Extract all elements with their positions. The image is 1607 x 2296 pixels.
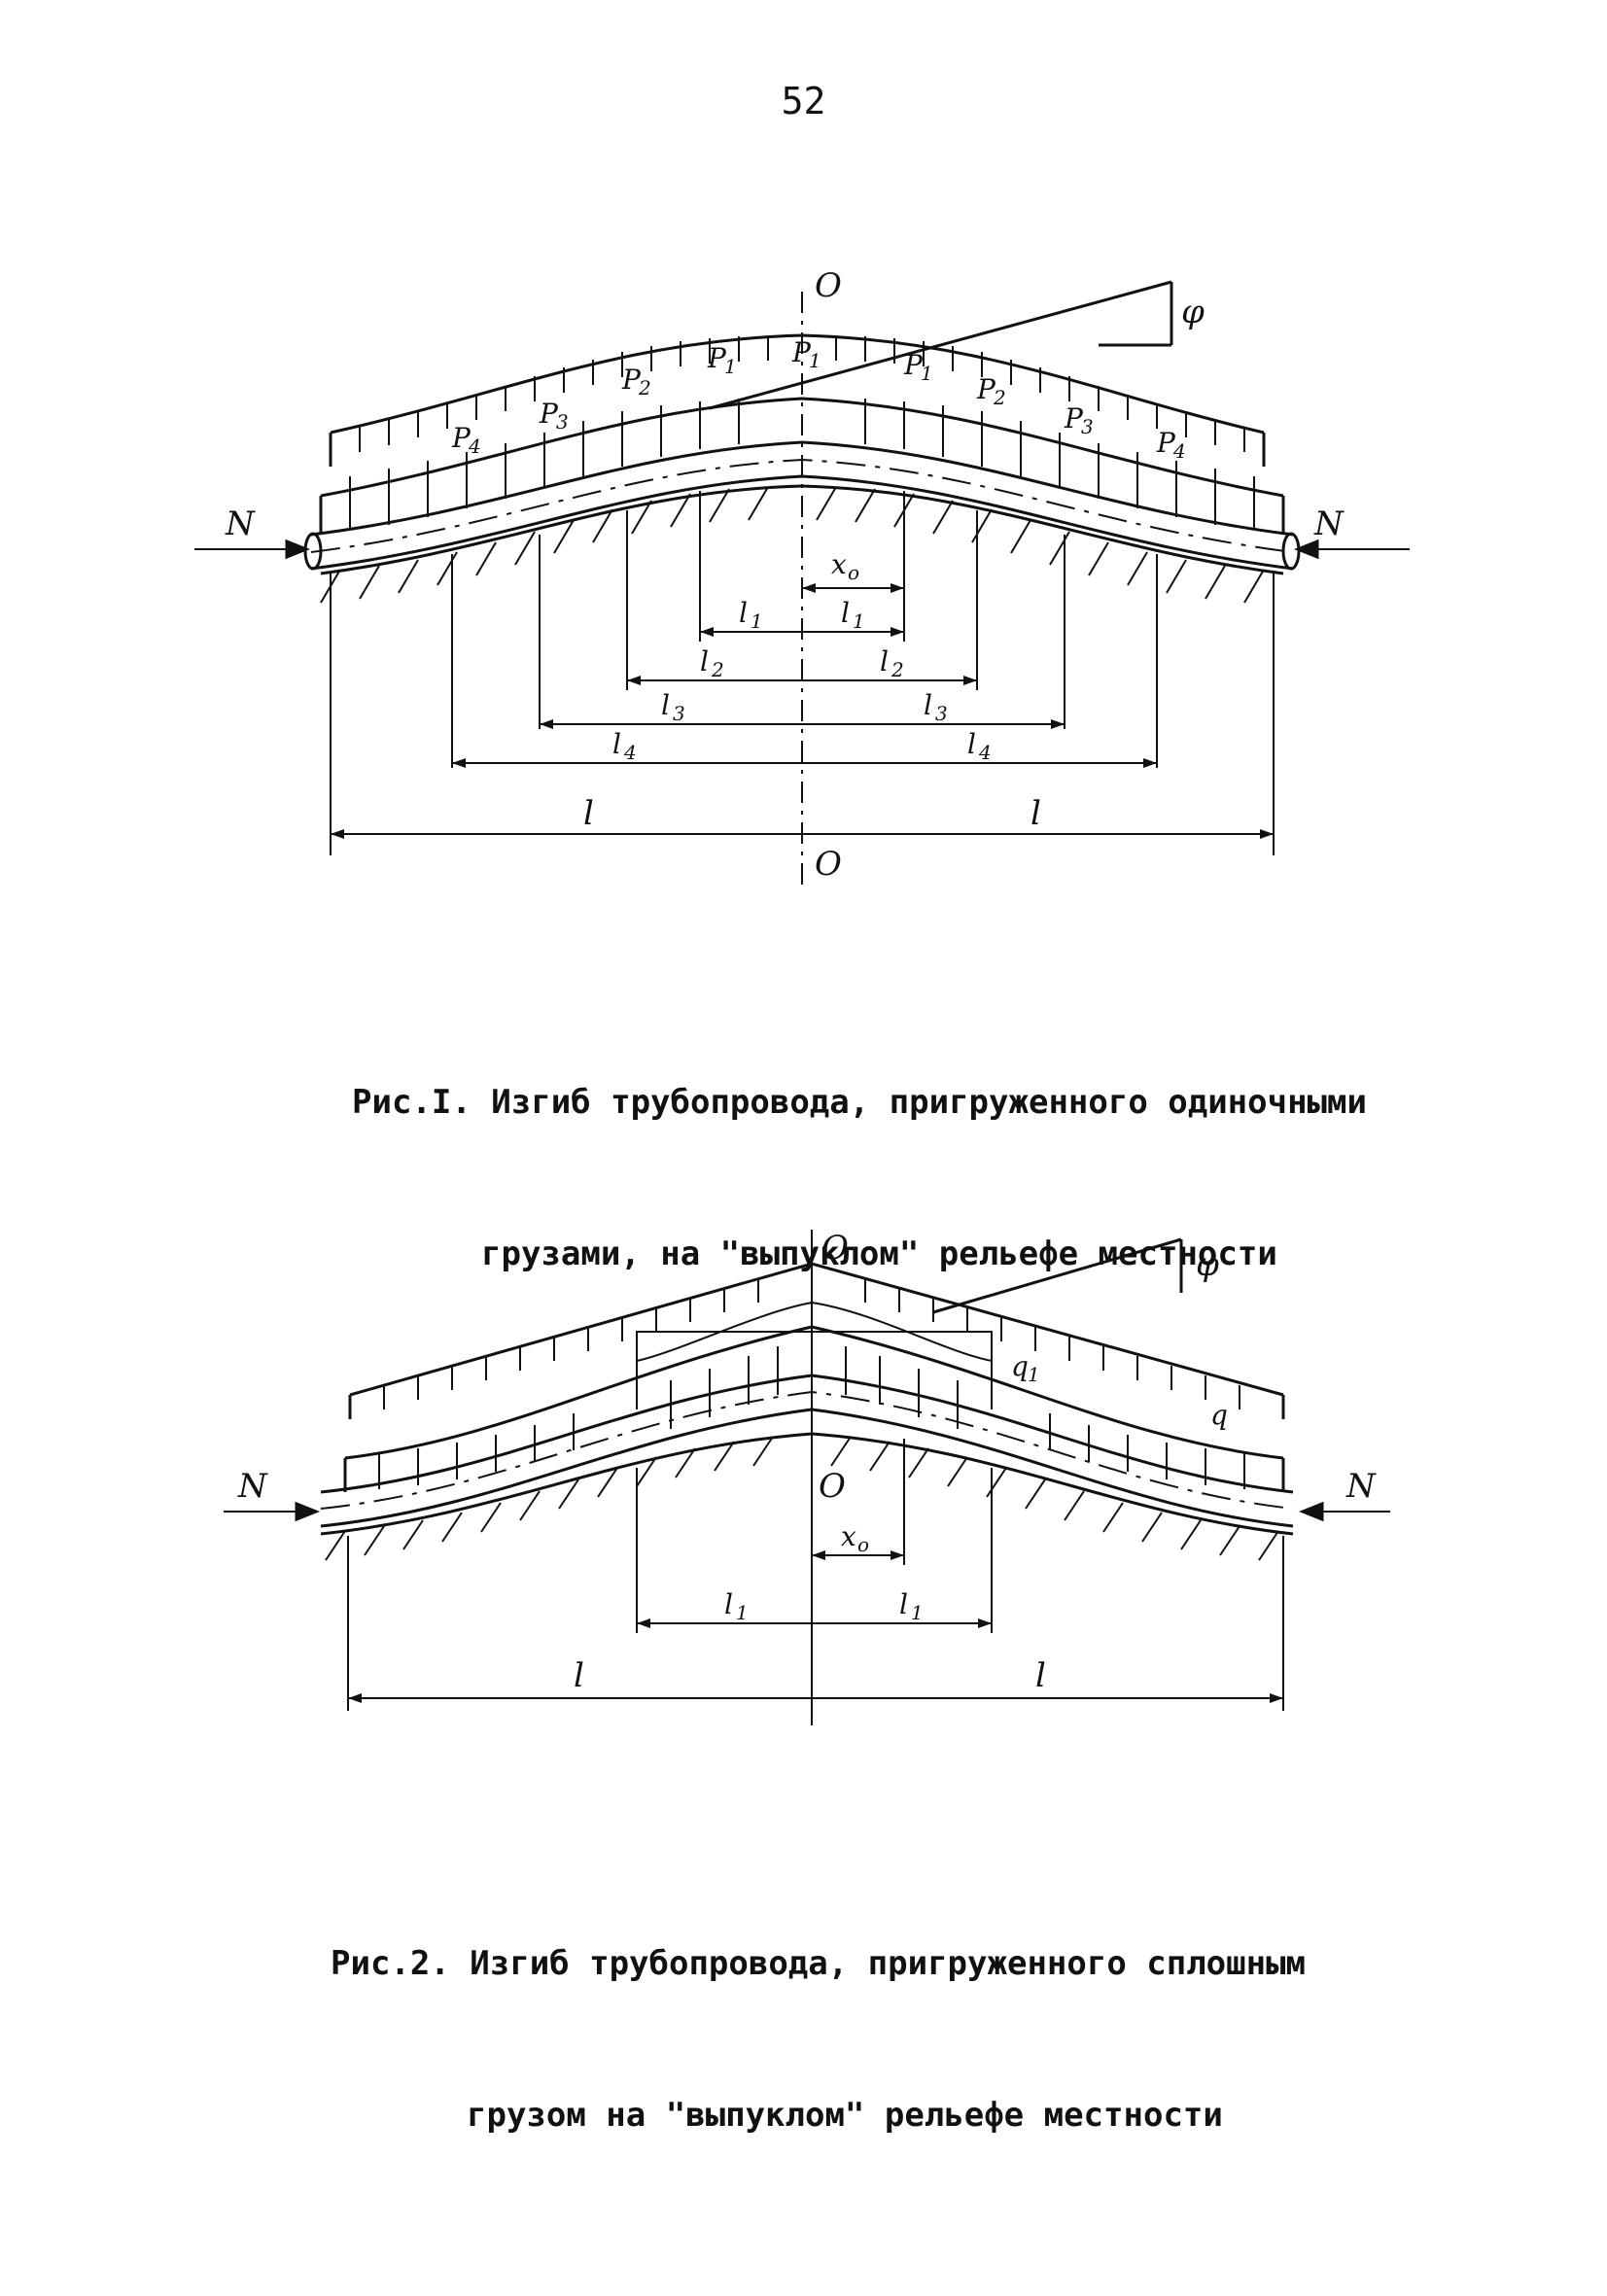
page-number: 52 bbox=[781, 80, 826, 122]
load-q-label: q bbox=[1210, 1399, 1228, 1431]
load-p2-right: P bbox=[976, 373, 996, 405]
dim-l1-left-sub: 1 bbox=[751, 609, 763, 633]
angle-label: φ bbox=[1196, 1245, 1219, 1284]
load-p1-center: P bbox=[791, 336, 812, 368]
dim-l-right: l bbox=[1035, 1656, 1046, 1695]
dim-l4-left: l bbox=[612, 728, 621, 760]
force-right-label: N bbox=[1345, 1467, 1377, 1506]
dim-l4-right-sub: 4 bbox=[978, 741, 992, 764]
load-p2-left-sub: 2 bbox=[638, 376, 651, 400]
force-right-label: N bbox=[1313, 504, 1345, 543]
load-p3-left-sub: 3 bbox=[556, 410, 569, 434]
figure-2-caption-line-2: грузом на "выпуклом" рельефе местности bbox=[467, 2096, 1223, 2135]
axis-top-label: O bbox=[821, 1229, 849, 1268]
load-p3-right: P bbox=[1064, 402, 1084, 435]
dim-l-left: l bbox=[574, 1656, 584, 1695]
load-p4-right-sub: 4 bbox=[1172, 439, 1186, 463]
dim-l2-right: l bbox=[880, 645, 889, 678]
dim-l1-right: l bbox=[841, 597, 850, 629]
load-p1-right-sub: 1 bbox=[921, 362, 933, 385]
axis-top-label: O bbox=[815, 266, 842, 305]
dim-l1-right-sub: 1 bbox=[911, 1601, 924, 1624]
load-p4-right: P bbox=[1156, 427, 1176, 459]
dim-l1-left: l bbox=[739, 597, 748, 629]
dim-l1-left: l bbox=[724, 1588, 733, 1620]
dim-l2-right-sub: 2 bbox=[891, 658, 904, 681]
load-p4-left-sub: 4 bbox=[468, 435, 481, 458]
figure-2-drawing: O O φ N N q 1 q x o l 1 l 1 l l bbox=[224, 1229, 1390, 1725]
load-p1-center-sub: 1 bbox=[809, 349, 821, 372]
load-p1-left-sub: 1 bbox=[724, 355, 737, 378]
angle-label: φ bbox=[1181, 293, 1205, 331]
dim-l2-left: l bbox=[700, 645, 709, 678]
axis-bottom-label: O bbox=[815, 845, 842, 884]
load-p3-left: P bbox=[539, 398, 559, 430]
dim-l2-left-sub: 2 bbox=[711, 658, 724, 681]
offset-sub: o bbox=[848, 561, 859, 584]
axis-mid-label: O bbox=[819, 1467, 846, 1506]
dim-l-left: l bbox=[583, 794, 594, 833]
offset-label: x bbox=[831, 548, 847, 580]
load-p2-right-sub: 2 bbox=[993, 386, 1006, 409]
load-p1-right: P bbox=[903, 349, 924, 381]
figure-2: O O φ N N q 1 q x o l 1 l 1 l l bbox=[0, 1215, 1607, 1740]
figure-1-caption-line-1: Рис.I. Изгиб трубопровода, пригруженного… bbox=[352, 1083, 1367, 1122]
figure-1: O O φ N N x o P 4 P 3 P 2 P 1 P 1 P 1 P … bbox=[0, 253, 1607, 894]
load-q1-sub: 1 bbox=[1028, 1363, 1040, 1386]
offset-label: x bbox=[841, 1520, 856, 1552]
load-p3-right-sub: 3 bbox=[1081, 415, 1094, 438]
figure-1-drawing: O O φ N N x o P 4 P 3 P 2 P 1 P 1 P 1 P … bbox=[194, 266, 1410, 885]
force-left-label: N bbox=[237, 1467, 268, 1506]
load-q1-label: q bbox=[1011, 1350, 1029, 1382]
dim-l1-left-sub: 1 bbox=[736, 1601, 749, 1624]
dim-l4-left-sub: 4 bbox=[623, 741, 637, 764]
dim-l3-left: l bbox=[661, 689, 670, 721]
dim-l3-right: l bbox=[924, 689, 932, 721]
dim-l1-right: l bbox=[899, 1588, 908, 1620]
figure-1-caption: Рис.I. Изгиб трубопровода, пригруженного… bbox=[352, 976, 1367, 1330]
figure-2-caption: Рис.2. Изгиб трубопровода, пригруженного… bbox=[331, 1837, 1306, 2191]
dim-l1-right-sub: 1 bbox=[853, 609, 865, 633]
offset-sub: o bbox=[857, 1533, 869, 1556]
force-left-label: N bbox=[225, 504, 256, 543]
figure-1-caption-line-2: грузами, на "выпуклом" рельефе местности bbox=[481, 1235, 1277, 1273]
figure-2-caption-line-1: Рис.2. Изгиб трубопровода, пригруженного… bbox=[331, 1944, 1307, 1983]
load-p2-left: P bbox=[621, 364, 642, 396]
dim-l3-left-sub: 3 bbox=[673, 702, 685, 725]
dim-l-right: l bbox=[1031, 794, 1041, 833]
dim-l4-right: l bbox=[967, 728, 976, 760]
load-p4-left: P bbox=[451, 422, 472, 454]
dim-l3-right-sub: 3 bbox=[935, 702, 948, 725]
load-p1-left: P bbox=[707, 342, 727, 374]
